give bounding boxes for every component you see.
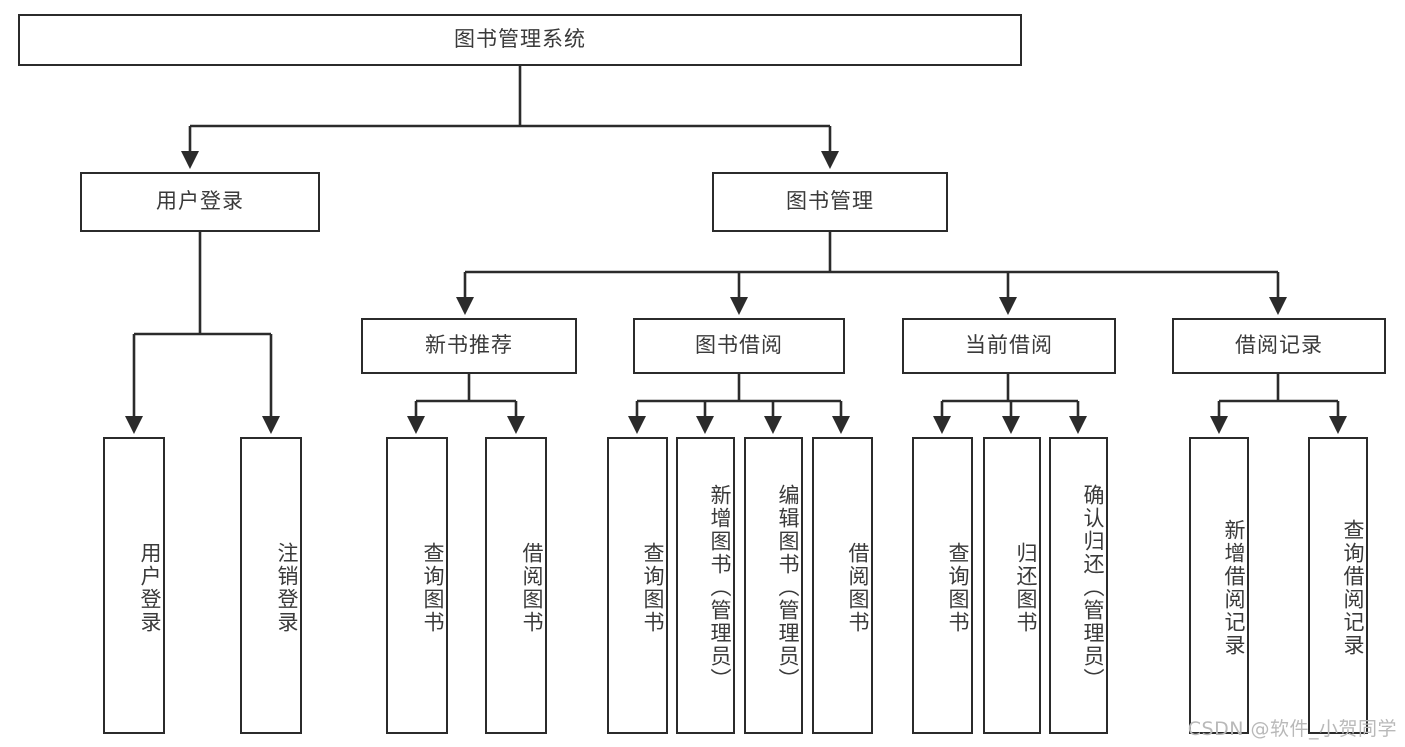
node-label: 新书推荐 bbox=[425, 333, 513, 358]
node-label: 图书借阅 bbox=[695, 333, 783, 358]
leaf-label: 查询图书 bbox=[641, 541, 665, 634]
node-book-management[interactable]: 图书管理 bbox=[712, 172, 948, 232]
node-book-borrow[interactable]: 图书借阅 bbox=[633, 318, 845, 374]
node-borrow-records[interactable]: 借阅记录 bbox=[1172, 318, 1386, 374]
leaf-current-borrow-1[interactable]: 查询图书 bbox=[912, 437, 973, 734]
leaf-user-login-1[interactable]: 用户登录 bbox=[103, 437, 165, 734]
leaf-label: 注销登录 bbox=[275, 541, 299, 634]
leaf-label: 归还图书 bbox=[1014, 541, 1038, 634]
node-current-borrow[interactable]: 当前借阅 bbox=[902, 318, 1116, 374]
leaf-book-borrow-2[interactable]: 新增图书（管理员） bbox=[676, 437, 735, 734]
node-new-book-recommend[interactable]: 新书推荐 bbox=[361, 318, 577, 374]
leaf-label: 确认归还（管理员） bbox=[1081, 484, 1105, 691]
node-user-login[interactable]: 用户登录 bbox=[80, 172, 320, 232]
leaf-new-book-1[interactable]: 查询图书 bbox=[386, 437, 448, 734]
node-label: 当前借阅 bbox=[965, 333, 1053, 358]
node-label: 借阅记录 bbox=[1235, 333, 1323, 358]
leaf-label: 编辑图书（管理员） bbox=[776, 484, 800, 691]
leaf-new-book-2[interactable]: 借阅图书 bbox=[485, 437, 547, 734]
leaf-label: 查询借阅记录 bbox=[1341, 518, 1365, 657]
leaf-label: 查询图书 bbox=[421, 541, 445, 634]
leaf-book-borrow-4[interactable]: 借阅图书 bbox=[812, 437, 873, 734]
leaf-borrow-records-2[interactable]: 查询借阅记录 bbox=[1308, 437, 1368, 734]
node-label: 用户登录 bbox=[156, 189, 244, 214]
leaf-label: 查询图书 bbox=[946, 541, 970, 634]
node-label: 图书管理系统 bbox=[454, 27, 586, 52]
leaf-user-login-2[interactable]: 注销登录 bbox=[240, 437, 302, 734]
leaf-label: 借阅图书 bbox=[520, 541, 544, 634]
leaf-label: 新增借阅记录 bbox=[1222, 518, 1246, 657]
leaf-label: 借阅图书 bbox=[846, 541, 870, 634]
leaf-label: 新增图书（管理员） bbox=[708, 484, 732, 691]
leaf-borrow-records-1[interactable]: 新增借阅记录 bbox=[1189, 437, 1249, 734]
node-label: 图书管理 bbox=[786, 189, 874, 214]
csdn-watermark: CSDN @软件_小贺同学 bbox=[1187, 718, 1397, 740]
leaf-book-borrow-1[interactable]: 查询图书 bbox=[607, 437, 668, 734]
leaf-label: 用户登录 bbox=[138, 541, 162, 634]
leaf-current-borrow-3[interactable]: 确认归还（管理员） bbox=[1049, 437, 1108, 734]
leaf-book-borrow-3[interactable]: 编辑图书（管理员） bbox=[744, 437, 803, 734]
node-root-book-management-system[interactable]: 图书管理系统 bbox=[18, 14, 1022, 66]
leaf-current-borrow-2[interactable]: 归还图书 bbox=[983, 437, 1041, 734]
